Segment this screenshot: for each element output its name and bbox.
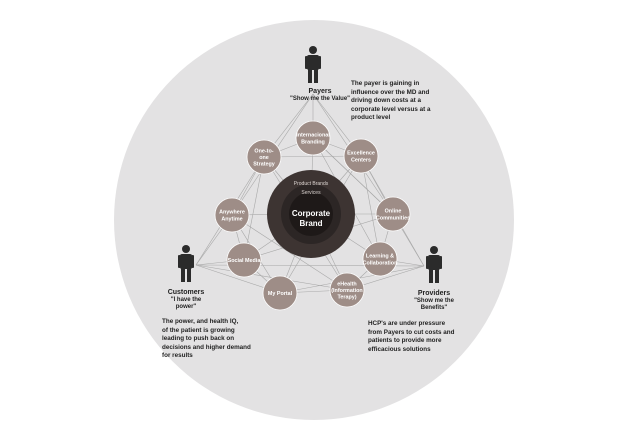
node-anywhere-anytime-circle bbox=[214, 197, 250, 233]
person-head bbox=[182, 245, 190, 253]
node-learning-collaboration-circle bbox=[362, 241, 398, 277]
node-one-to-one-strategy-label: one bbox=[259, 155, 269, 161]
payers-person-icon bbox=[305, 46, 321, 83]
payers-note-line: driving down costs at a bbox=[351, 97, 421, 105]
person-arm bbox=[439, 256, 442, 269]
person-torso bbox=[307, 55, 319, 70]
node-international-branding-circle bbox=[295, 120, 331, 156]
customers-note-line: The power, and health IQ, bbox=[162, 318, 239, 325]
providers-title: Providers bbox=[417, 290, 451, 297]
node-ehealth-label: Terapy) bbox=[337, 295, 356, 301]
node-one-to-one-strategy-label: Strategy bbox=[253, 162, 275, 168]
node-my-portal-circle bbox=[262, 275, 298, 311]
person-arm bbox=[178, 255, 181, 268]
channel-nodes: InternacionalBrandingExcellenceCentersOn… bbox=[214, 120, 411, 311]
customers-note-line: leading to push back on bbox=[162, 335, 235, 343]
node-social-media-circle bbox=[226, 242, 262, 278]
person-leg bbox=[429, 269, 433, 283]
person-leg bbox=[187, 268, 191, 282]
core-center-label-line2: Brand bbox=[299, 219, 322, 228]
node-anywhere-anytime-label: Anytime bbox=[221, 216, 242, 222]
customers-note: The power, and health IQ, of the patient… bbox=[162, 318, 251, 361]
node-ehealth-circle bbox=[329, 272, 365, 308]
connection-line bbox=[231, 214, 348, 291]
core-ring-label-services: Services bbox=[301, 190, 321, 196]
providers-quote-line2: Benefits" bbox=[420, 305, 448, 311]
providers-note-line: patients to provide more bbox=[368, 337, 442, 345]
node-international-branding-label: Branding bbox=[301, 139, 325, 145]
node-my-portal-label: My Portal bbox=[268, 291, 293, 297]
providers-note-line: from Payers to cut costs and bbox=[368, 328, 455, 336]
person-head bbox=[430, 246, 438, 254]
customers-quote-line1: "I have the bbox=[170, 297, 202, 303]
payers-title: Payers bbox=[308, 88, 332, 95]
customers-quote-line2: power" bbox=[175, 304, 197, 310]
customers-title: Customers bbox=[167, 289, 205, 296]
node-excellence-centers-label: Centers bbox=[351, 157, 371, 163]
node-online-communities-label: Communities bbox=[376, 215, 410, 221]
customers-note-line: of the patient is growing bbox=[162, 326, 235, 334]
node-learning-collaboration: Learning &Collaboration bbox=[362, 241, 398, 277]
person-leg bbox=[308, 69, 312, 83]
person-leg bbox=[435, 269, 439, 283]
connection-line bbox=[312, 137, 394, 215]
person-head bbox=[309, 46, 317, 54]
customers-person-icon bbox=[178, 245, 194, 282]
node-excellence-centers-circle bbox=[343, 138, 379, 174]
node-my-portal: My Portal bbox=[262, 275, 298, 311]
connection-line bbox=[243, 156, 265, 261]
person-leg bbox=[181, 268, 185, 282]
payers-note: The payer is gaining in influence over t… bbox=[351, 80, 430, 123]
connection-line bbox=[360, 155, 381, 260]
node-one-to-one-strategy-label: One-to- bbox=[254, 148, 273, 154]
node-ehealth-label: (Information bbox=[331, 288, 362, 294]
node-anywhere-anytime-label: Anywhere bbox=[219, 210, 245, 216]
node-online-communities-label: Online bbox=[385, 209, 402, 215]
payers-note-line: The payer is gaining in bbox=[351, 80, 420, 87]
customers-note-line: for results bbox=[162, 352, 193, 360]
core-center-label-line1: Corporate bbox=[292, 209, 331, 218]
node-international-branding-label: Internacional bbox=[296, 133, 330, 139]
person-arm bbox=[191, 255, 194, 268]
actor-figures bbox=[178, 46, 442, 283]
core-inner bbox=[289, 192, 333, 236]
node-learning-collaboration-label: Learning & bbox=[366, 254, 394, 260]
providers-note-line: HCP's are under pressure bbox=[368, 320, 446, 327]
customers-note-line: decisions and higher demand bbox=[162, 343, 251, 351]
node-social-media: Social Media bbox=[226, 242, 262, 278]
person-torso bbox=[428, 255, 440, 270]
person-arm bbox=[318, 56, 321, 69]
node-excellence-centers-label: Excellence bbox=[347, 151, 375, 157]
payers-note-line: influence over the MD and bbox=[351, 88, 430, 96]
payers-note-line: product level bbox=[351, 114, 391, 122]
core-ring-label-product-brands: Product Brands bbox=[294, 181, 329, 187]
payers-quote: "Show me the Value" bbox=[289, 96, 351, 102]
node-learning-collaboration-label: Collaboration bbox=[363, 260, 398, 266]
person-torso bbox=[180, 254, 192, 269]
connection-line bbox=[195, 264, 348, 291]
payers-note-line: corporate level versus at a bbox=[351, 105, 431, 113]
person-arm bbox=[305, 56, 308, 69]
node-social-media-label: Social Media bbox=[228, 258, 262, 264]
providers-quote-line1: "Show me the bbox=[414, 298, 454, 304]
person-leg bbox=[314, 69, 318, 83]
node-online-communities-circle bbox=[375, 196, 411, 232]
providers-person-icon bbox=[426, 246, 442, 283]
person-arm bbox=[426, 256, 429, 269]
node-one-to-one-strategy-circle bbox=[246, 139, 282, 175]
corporate-core: Product Brands Services Corporate Brand bbox=[267, 170, 355, 258]
providers-note-line: efficacious solutions bbox=[368, 345, 431, 353]
providers-note: HCP's are under pressure from Payers to … bbox=[368, 320, 454, 354]
node-ehealth-label: eHealth bbox=[337, 281, 356, 287]
